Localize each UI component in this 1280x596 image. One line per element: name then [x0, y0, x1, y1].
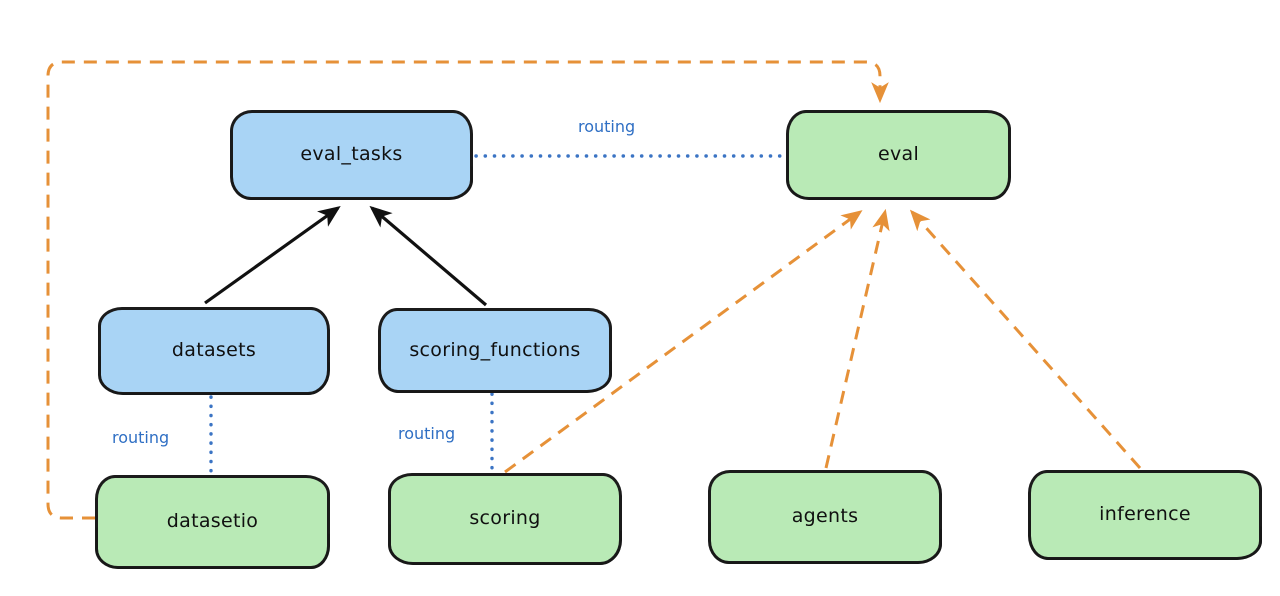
edge-datasets-to-eval-tasks — [204, 206, 341, 305]
node-label: inference — [1099, 503, 1191, 526]
node-label: datasets — [171, 339, 257, 362]
node-agents[interactable]: agents — [708, 470, 942, 564]
edge-scoring-to-eval — [504, 210, 863, 474]
node-inference[interactable]: inference — [1028, 470, 1262, 560]
node-label: eval — [877, 143, 920, 166]
node-datasetio[interactable]: datasetio — [95, 475, 330, 569]
node-eval[interactable]: eval — [786, 110, 1011, 200]
node-label: datasetio — [166, 510, 259, 533]
node-label: agents — [791, 505, 859, 528]
node-scoring[interactable]: scoring — [388, 473, 622, 565]
node-label: scoring — [469, 507, 541, 530]
edge-inference-to-eval — [909, 209, 1142, 469]
edge-label-routing-scoring-functions-scoring: routing — [398, 424, 456, 443]
node-datasets[interactable]: datasets — [98, 307, 330, 395]
edge-agents-to-eval — [824, 208, 890, 469]
node-eval-tasks[interactable]: eval_tasks — [230, 110, 473, 200]
node-label: eval_tasks — [300, 143, 403, 166]
edge-label-routing-datasets-datasetio: routing — [112, 428, 170, 447]
edge-scoring-functions-to-eval-tasks — [369, 205, 488, 307]
node-label: scoring_functions — [409, 338, 581, 361]
node-scoring-functions[interactable]: scoring_functions — [378, 308, 612, 393]
edge-label-routing-eval-tasks-eval: routing — [578, 117, 636, 136]
edge-datasetio-to-eval — [46, 60, 889, 520]
